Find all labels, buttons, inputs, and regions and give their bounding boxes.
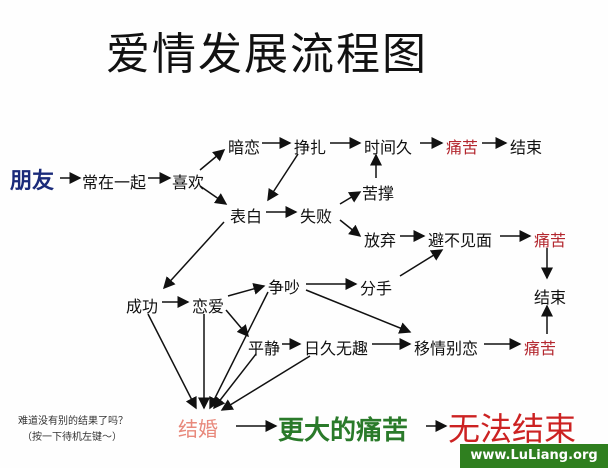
node-like: 喜欢: [172, 173, 205, 192]
node-bigger-pain: 更大的痛苦: [278, 416, 409, 446]
arrow-like-crush: [199, 149, 226, 171]
node-success: 成功: [126, 297, 159, 316]
arrow-love-quarrel: [227, 283, 266, 297]
node-give-up: 放弃: [364, 231, 397, 250]
arrow-calm-marriage: [213, 353, 257, 410]
node-confess: 表白: [230, 207, 263, 226]
arrow-love-calm: [225, 309, 249, 338]
node-long-time: 时间久: [364, 138, 413, 157]
arrow-dull-marriage: [220, 355, 311, 411]
note-line-1: 难道没有别的结果了吗？: [18, 416, 128, 427]
node-endure: 苦撑: [362, 184, 395, 203]
node-often-together: 常在一起: [82, 173, 147, 192]
arrow-quarrel-affair: [305, 289, 412, 334]
node-pain-3: 痛苦: [524, 339, 557, 358]
node-calm: 平静: [248, 339, 281, 358]
arrow-confess-success: [162, 221, 225, 290]
node-end-1: 结束: [510, 138, 543, 157]
arrow-like-confess: [199, 185, 228, 205]
node-pain-1: 痛苦: [446, 138, 479, 157]
site-watermark: www.LuLiang.org: [460, 444, 608, 468]
node-break-up: 分手: [360, 279, 393, 298]
node-struggle: 挣扎: [294, 138, 327, 157]
node-fail: 失败: [300, 207, 333, 226]
arrow-fail-endure: [339, 191, 362, 205]
node-endless: 无法结束: [448, 410, 577, 448]
node-avoid-meeting: 避不见面: [428, 231, 493, 250]
arrow-breakup-avoid: [399, 249, 444, 277]
arrow-fail-giveup: [339, 219, 362, 237]
node-fall-for-another: 移情别恋: [414, 339, 479, 358]
node-marriage: 结婚: [178, 417, 218, 441]
node-secret-crush: 暗恋: [228, 138, 261, 157]
note-line-2: （按一下待机左键～）: [22, 432, 122, 443]
node-friend: 朋友: [10, 168, 55, 194]
page-title: 爱情发展流程图: [106, 29, 428, 80]
node-quarrel: 争吵: [268, 278, 301, 297]
arrow-quarrel-marriage: [209, 291, 269, 410]
node-end-2: 结束: [534, 288, 567, 307]
node-dull-over-time: 日久无趣: [304, 339, 369, 358]
arrow-success-marriage: [147, 313, 197, 410]
node-pain-2: 痛苦: [534, 231, 567, 250]
arrow-struggle-confess: [267, 153, 299, 202]
node-in-love: 恋爱: [192, 297, 225, 316]
